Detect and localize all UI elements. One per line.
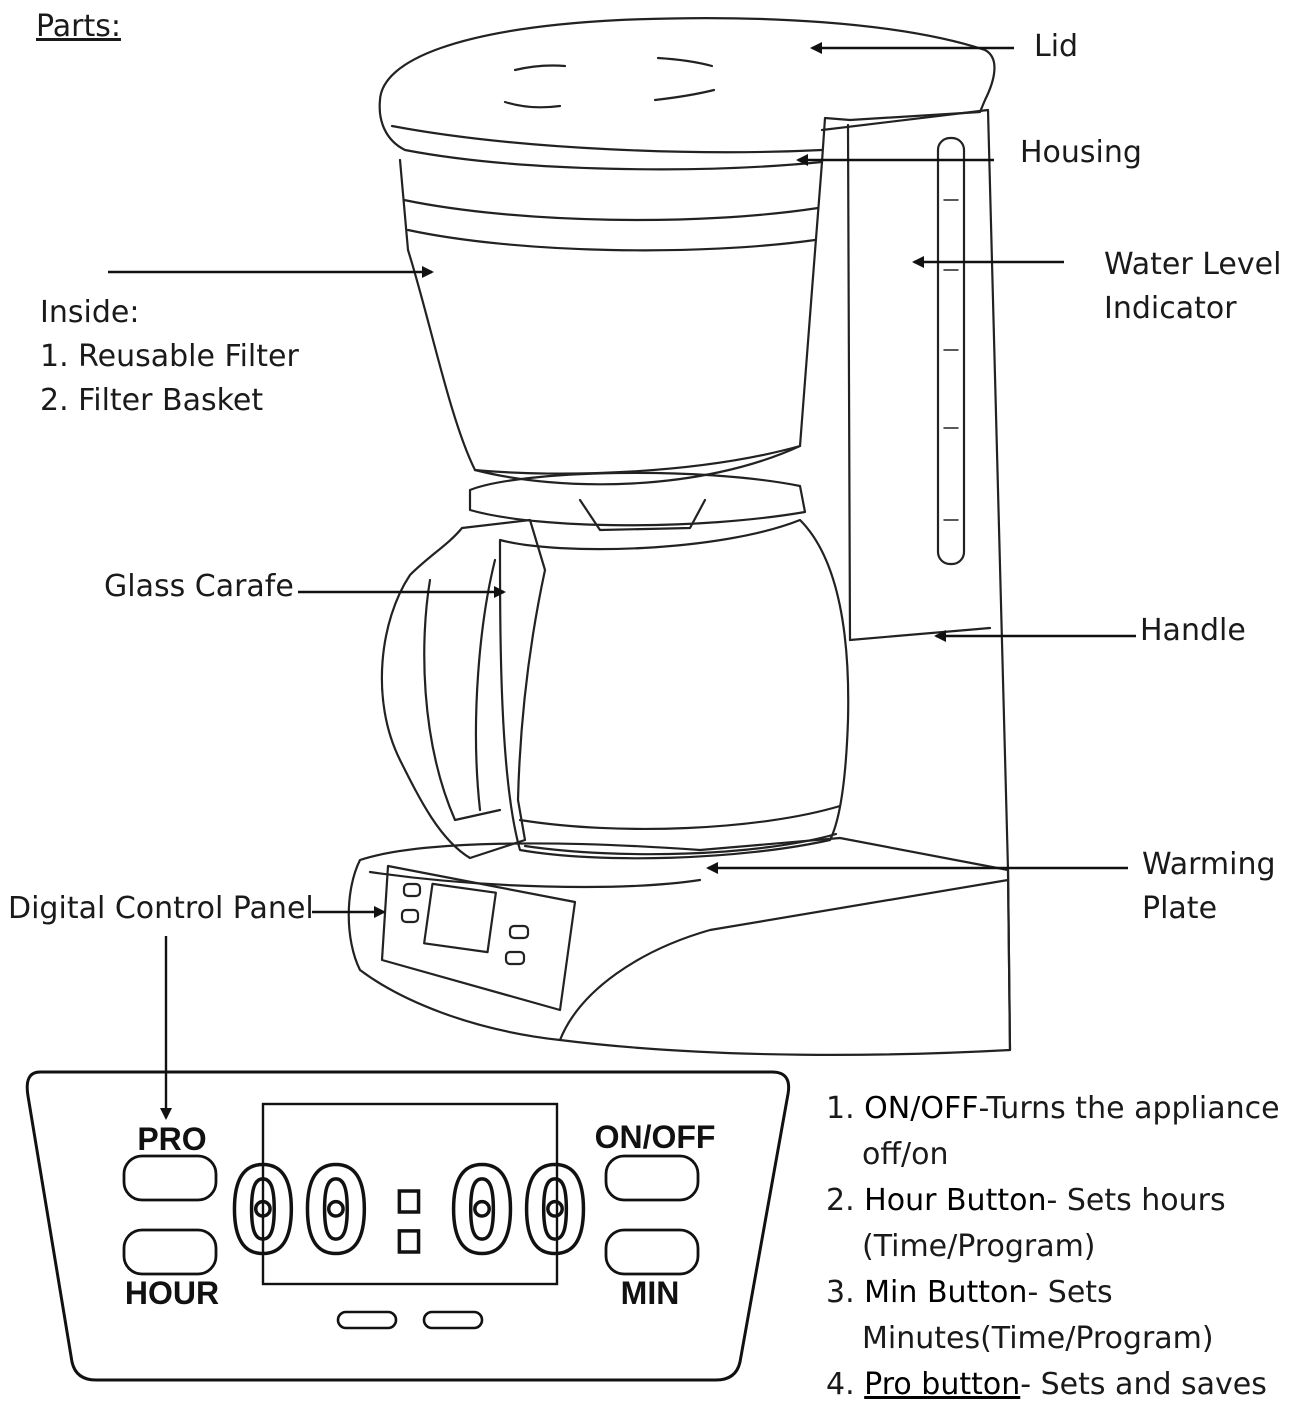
lid-outline: [378, 17, 996, 171]
lcd-display: [261, 1102, 559, 1286]
label-warming-line1: Warming: [1142, 847, 1276, 882]
label-water-level-line1: Water Level: [1104, 247, 1282, 282]
lcd-digits: 00:00: [227, 1142, 592, 1280]
panel-label-hour: HOUR: [125, 1275, 219, 1311]
label-glass-carafe: Glass Carafe: [104, 569, 294, 604]
mini-control-panel: [380, 864, 577, 1012]
label-warming-line2: Plate: [1142, 891, 1218, 926]
label-inside-heading: Inside:: [40, 295, 140, 330]
filter-basket: [398, 158, 824, 486]
control-panel-enlarged: PRO HOUR ON/OFF MIN 00:00: [25, 1070, 791, 1382]
panel-label-min: MIN: [621, 1275, 680, 1311]
label-handle: Handle: [1140, 613, 1246, 648]
hour-button: [122, 1228, 218, 1276]
parts-title: Parts:: [36, 9, 121, 44]
indicator-light-right: [422, 1310, 484, 1330]
list-item-continuation: (Time/Program): [862, 1229, 1096, 1264]
pro-button: [122, 1154, 218, 1202]
panel-label-on-off: ON/OFF: [595, 1119, 716, 1155]
list-item: 4. Pro button- Sets and saves: [826, 1367, 1267, 1402]
list-item-continuation: off/on: [862, 1137, 949, 1172]
label-housing: Housing: [1020, 135, 1142, 170]
label-inside-filter: 1. Reusable Filter: [40, 339, 299, 374]
water-level-window: [936, 136, 966, 566]
panel-label-pro: PRO: [137, 1121, 206, 1157]
list-item: 1. ON/OFF-Turns the appliance: [826, 1091, 1280, 1126]
list-item: 2. Hour Button- Sets hours: [826, 1183, 1226, 1218]
base: [347, 836, 1012, 1056]
glass-carafe-body: [498, 518, 850, 860]
min-button: [604, 1228, 700, 1276]
indicator-light-left: [336, 1310, 398, 1330]
list-item-continuation: Minutes(Time/Program): [862, 1321, 1214, 1356]
list-item: 3. Min Button- Sets: [826, 1275, 1113, 1310]
label-water-level-line2: Indicator: [1104, 291, 1237, 326]
label-inside-basket: 2. Filter Basket: [40, 383, 264, 418]
button-description-list: 1. ON/OFF-Turns the appliance off/on 2. …: [826, 1086, 1280, 1408]
carafe-handle: [380, 518, 547, 860]
label-lid: Lid: [1034, 29, 1079, 64]
label-control-panel: Digital Control Panel: [8, 891, 314, 926]
on-off-button: [604, 1154, 700, 1202]
